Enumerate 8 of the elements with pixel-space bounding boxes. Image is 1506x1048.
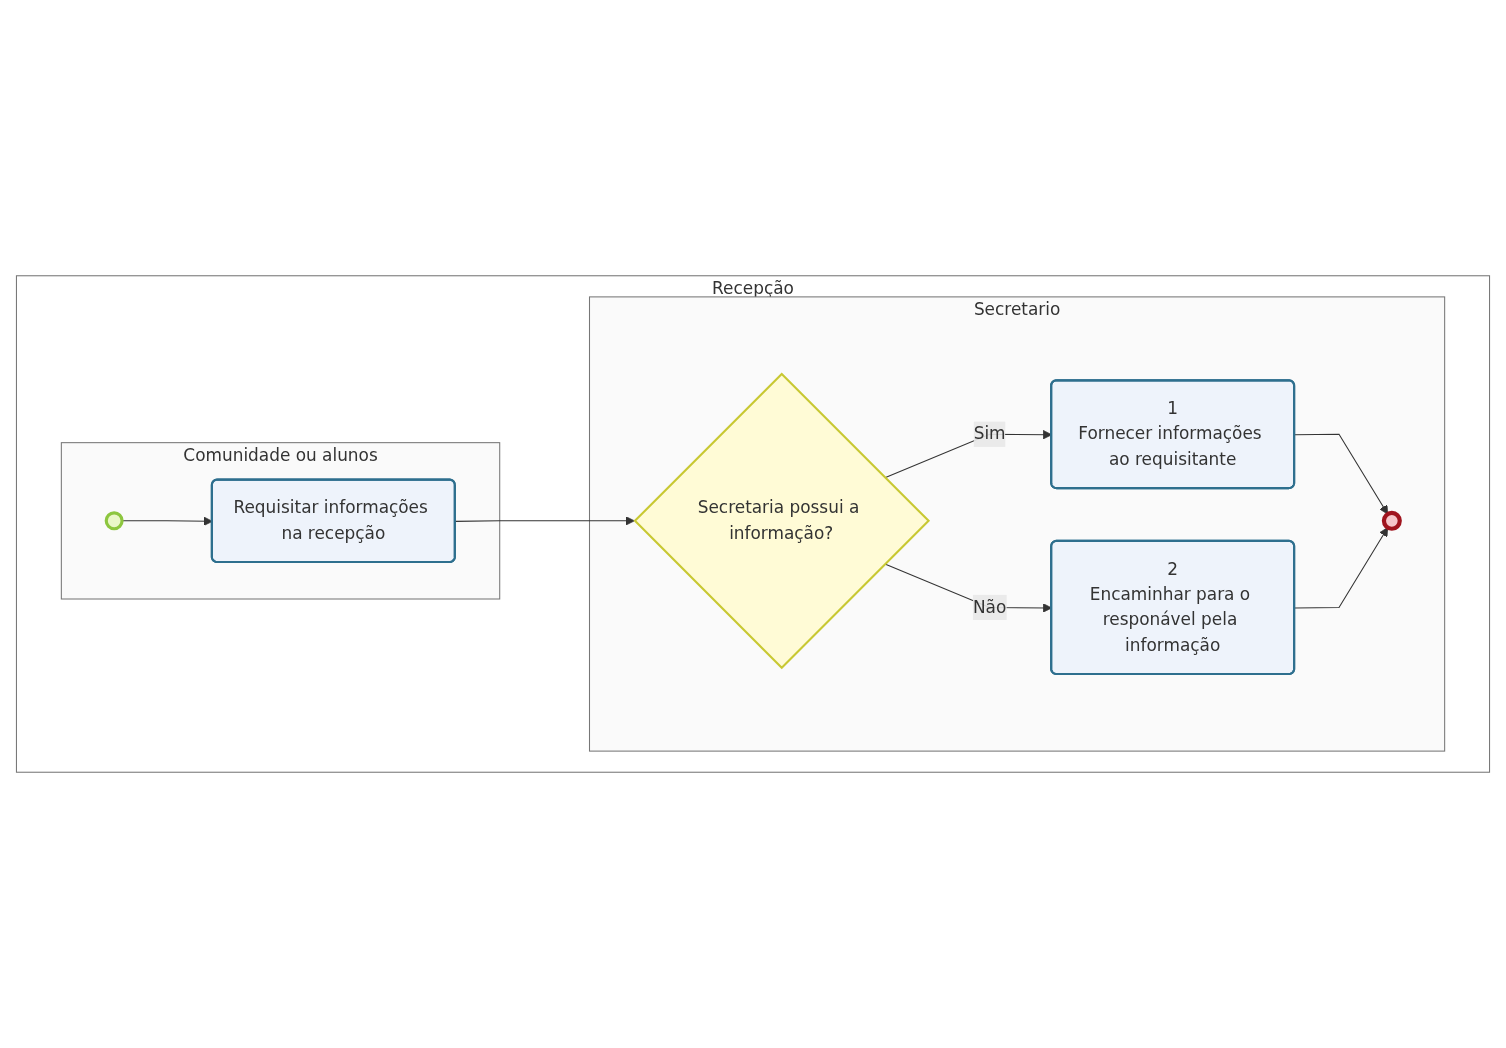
edge-label: Sim xyxy=(973,423,1006,444)
arrow xyxy=(1294,527,1389,609)
node-circle xyxy=(1381,510,1402,531)
node-diamond: Secretaria possui a informação? xyxy=(633,372,931,670)
arrow xyxy=(454,516,635,526)
arrow xyxy=(1294,433,1389,515)
edge-label: Não xyxy=(972,596,1007,617)
node-circle xyxy=(104,511,124,531)
